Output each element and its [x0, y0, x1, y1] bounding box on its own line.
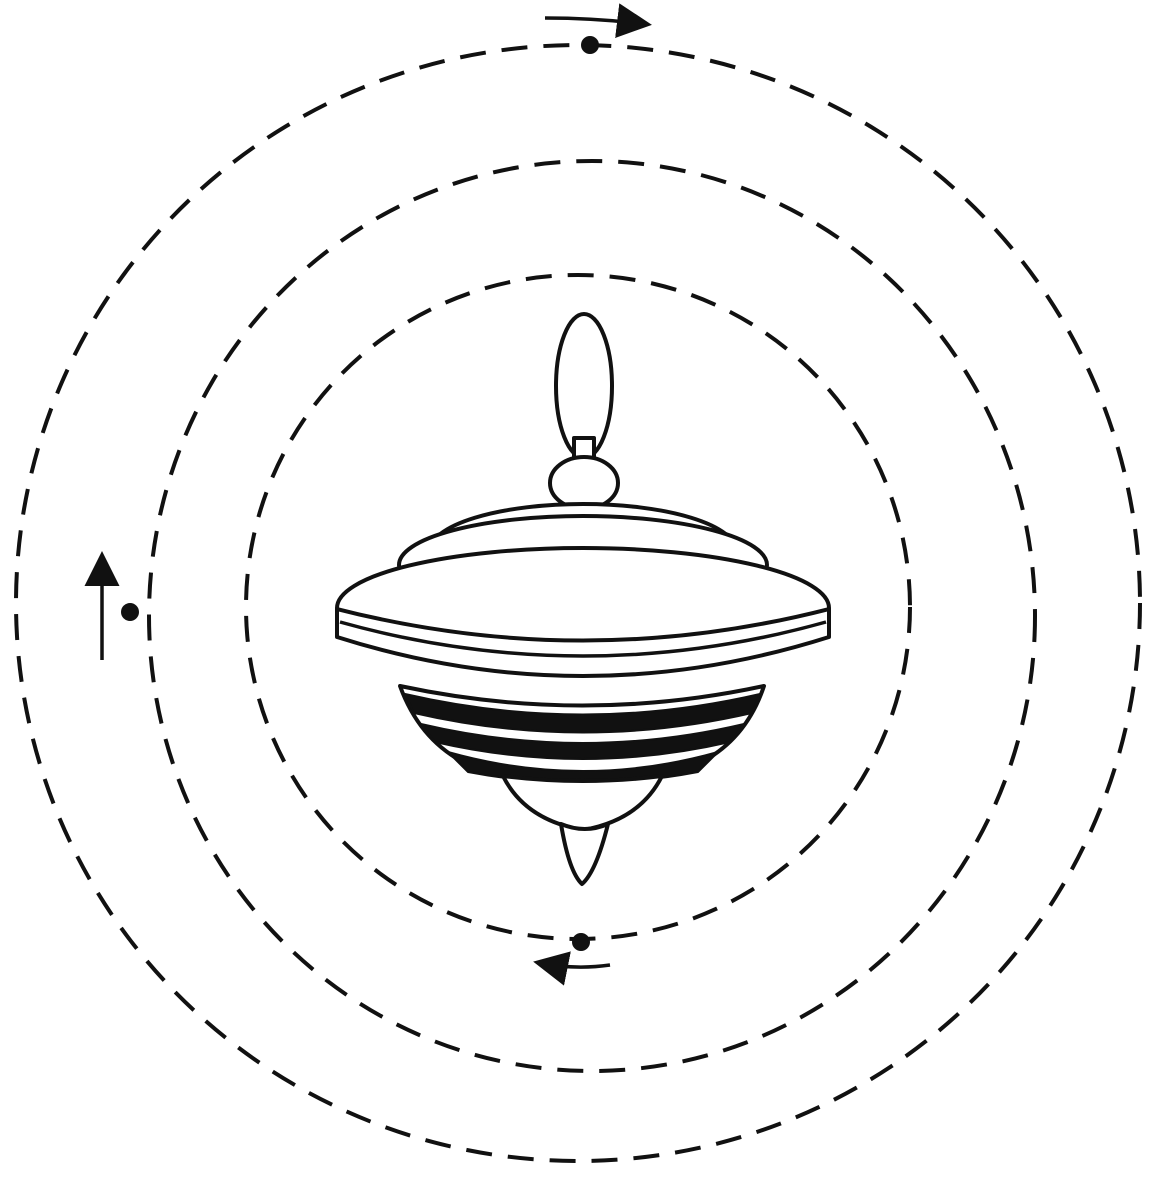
lower-point-cone — [503, 776, 662, 830]
spinning-tip — [561, 824, 608, 884]
spinning-top — [337, 314, 829, 884]
top-orbit-dot — [582, 37, 598, 53]
left-orbit-dot — [122, 604, 138, 620]
bottom-direction-arrow — [540, 963, 610, 967]
top-direction-arrow — [545, 18, 645, 24]
bottom-orbit-dot — [573, 934, 589, 950]
top-collar — [550, 457, 618, 509]
